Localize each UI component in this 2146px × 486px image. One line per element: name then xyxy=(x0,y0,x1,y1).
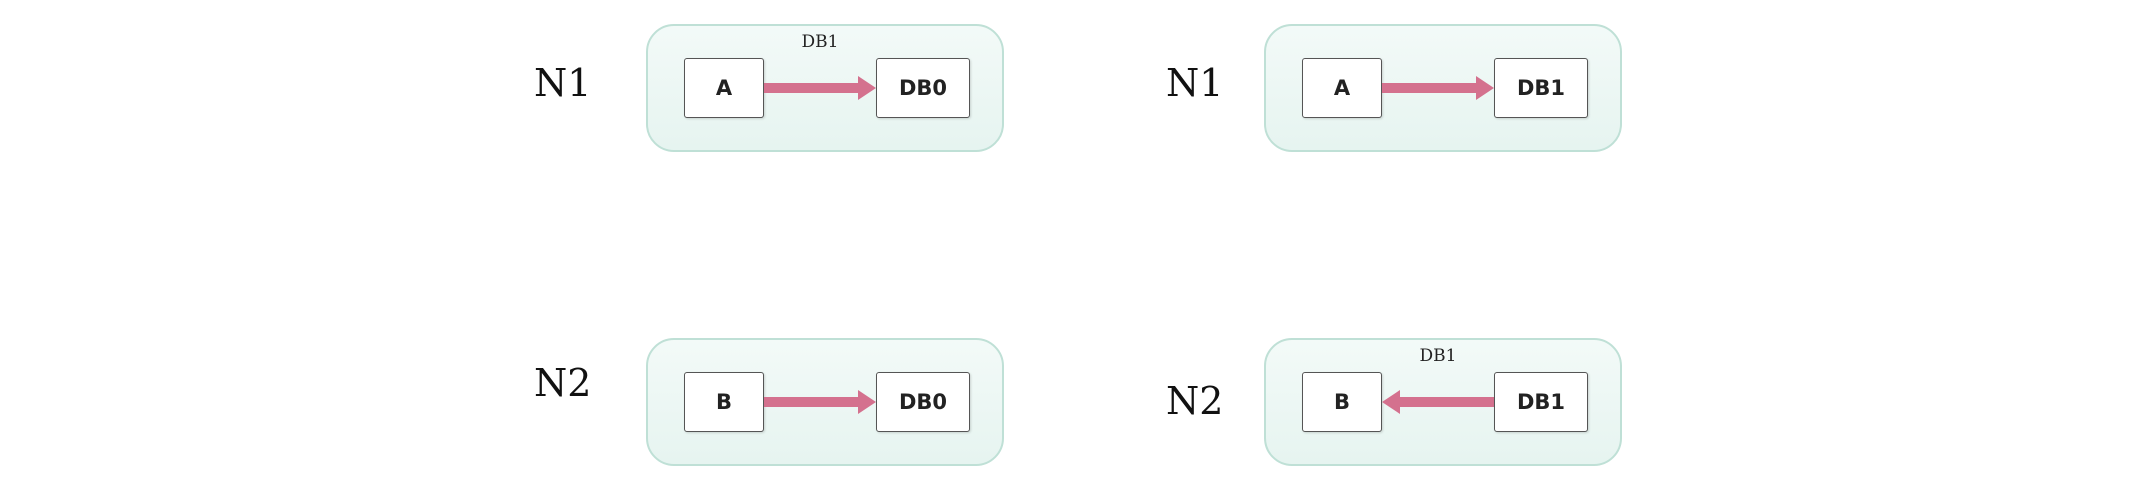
box-db0: DB0 xyxy=(876,372,970,432)
arrow-right-icon xyxy=(764,76,876,100)
box-db0: DB0 xyxy=(876,58,970,118)
node-label-n1-left: N1 xyxy=(534,61,592,105)
node-label-n1-right: N1 xyxy=(1166,61,1224,105)
arrow-right-icon xyxy=(764,390,876,414)
box-b: B xyxy=(684,372,764,432)
box-db1: DB1 xyxy=(1494,58,1588,118)
arrow-right-icon xyxy=(1382,76,1494,100)
arrow-label: DB1 xyxy=(1419,346,1457,366)
arrow-left-icon xyxy=(1382,390,1494,414)
box-db1: DB1 xyxy=(1494,372,1588,432)
box-a: A xyxy=(684,58,764,118)
panel-n2-right: B DB1 DB1 xyxy=(1264,338,1622,466)
panel-n2-left: B DB0 xyxy=(646,338,1004,466)
box-a: A xyxy=(1302,58,1382,118)
node-label-n2-left: N2 xyxy=(534,361,592,405)
panel-n1-left: A DB1 DB0 xyxy=(646,24,1004,152)
box-b: B xyxy=(1302,372,1382,432)
arrow-label: DB1 xyxy=(801,32,839,52)
node-label-n2-right: N2 xyxy=(1166,379,1224,423)
panel-n1-right: A DB1 xyxy=(1264,24,1622,152)
